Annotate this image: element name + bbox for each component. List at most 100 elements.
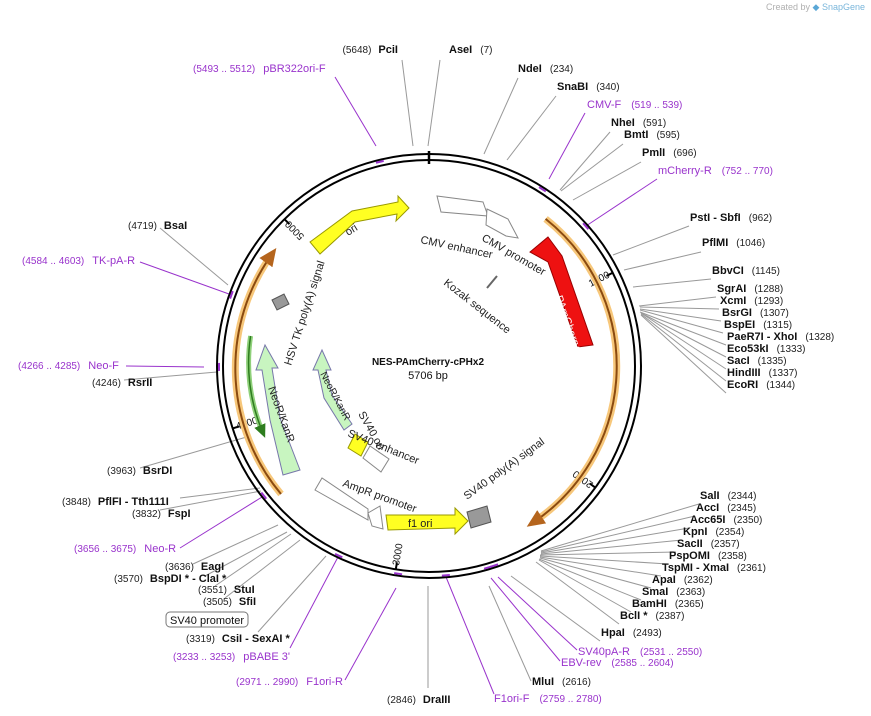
site-pflm[interactable]: PflMI(1046) bbox=[702, 237, 765, 249]
site-nde[interactable]: NdeI(234) bbox=[518, 63, 573, 75]
site-pos-hind: (1337) bbox=[769, 368, 798, 379]
cmv-promoter-feature[interactable] bbox=[485, 208, 519, 239]
site-label-bsai: BsaI bbox=[164, 220, 187, 232]
site-bspdi[interactable]: (3570)BspDI * - ClaI * bbox=[114, 573, 227, 585]
site-eagi[interactable]: (3636)EagI bbox=[165, 561, 224, 573]
site-nhe[interactable]: NheI(591) bbox=[611, 117, 666, 129]
site-bmt[interactable]: BmtI(595) bbox=[624, 129, 680, 141]
site-sac[interactable]: SacI(1335) bbox=[727, 355, 787, 367]
sv40-promoter-box[interactable] bbox=[165, 611, 249, 628]
primer-tkpar[interactable]: (4584 .. 4603)TK-pA-R bbox=[22, 255, 135, 267]
primer-f1orif[interactable]: F1ori-F(2759 .. 2780) bbox=[494, 693, 602, 705]
sv40-ori-feature[interactable] bbox=[347, 433, 369, 457]
plasmid-name: NES-PAmCherry-cPHx2 bbox=[372, 357, 485, 368]
site-pos-bbvc: (1145) bbox=[752, 266, 780, 277]
site-bsrdi[interactable]: (3963)BsrDI bbox=[107, 465, 172, 477]
site-bsrg[interactable]: BsrGI(1307) bbox=[722, 307, 789, 319]
site-pos-stui: (3551) bbox=[198, 585, 227, 596]
site-snab[interactable]: SnaBI(340) bbox=[557, 81, 620, 93]
site-pos-smai: (2363) bbox=[676, 587, 705, 598]
site-fspi[interactable]: (3832)FspI bbox=[132, 508, 191, 520]
site-paer[interactable]: PaeR7I - XhoI(1328) bbox=[727, 331, 834, 343]
kozak-sequence-feature[interactable] bbox=[486, 275, 498, 289]
site-label-bsrdi: BsrDI bbox=[143, 465, 172, 477]
leader-tspm bbox=[539, 556, 662, 577]
site-sacii[interactable]: SacII(2357) bbox=[677, 538, 740, 550]
site-name-sfii: (3505)SfiI bbox=[203, 596, 256, 608]
site-label-rsrii: RsrII bbox=[128, 377, 152, 389]
leader-bsrdi bbox=[139, 435, 251, 469]
site-bcli[interactable]: BclI *(2387) bbox=[620, 610, 684, 622]
site-tspm[interactable]: TspMI - XmaI(2361) bbox=[662, 562, 766, 574]
site-name-pspom: PspOMI(2358) bbox=[669, 550, 747, 562]
primer-f1orir[interactable]: (2971 .. 2990)F1ori-R bbox=[236, 676, 343, 688]
site-bspe[interactable]: BspEI(1315) bbox=[724, 319, 792, 331]
site-sfii[interactable]: (3505)SfiI bbox=[203, 596, 256, 608]
site-name-draiii: (2846)DraIII bbox=[387, 694, 450, 706]
primer-pbabe[interactable]: (3233 .. 3253)pBABE 3' bbox=[173, 651, 290, 663]
site-csii[interactable]: (3319)CsiI - SexAI * bbox=[186, 633, 290, 645]
site-hind[interactable]: HindIII(1337) bbox=[727, 367, 798, 379]
site-apai[interactable]: ApaI(2362) bbox=[652, 574, 713, 586]
site-pspom[interactable]: PspOMI(2358) bbox=[669, 550, 747, 562]
site-label-draiii: DraIII bbox=[423, 694, 451, 706]
ampr-promoter-feature[interactable] bbox=[314, 477, 369, 521]
site-draiii[interactable]: (2846)DraIII bbox=[387, 694, 450, 706]
primer-cmvf[interactable]: CMV-F(519 .. 539) bbox=[587, 99, 682, 111]
site-pci[interactable]: (5648)PciI bbox=[343, 44, 398, 56]
site-hpai[interactable]: HpaI(2493) bbox=[601, 627, 662, 639]
neor-kanr-feature[interactable] bbox=[255, 343, 301, 476]
site-ecori[interactable]: EcoRI(1344) bbox=[727, 379, 795, 391]
site-name-apai: ApaI(2362) bbox=[652, 574, 713, 586]
cmv-enhancer-feature[interactable] bbox=[436, 195, 489, 217]
site-pos-acc65: (2350) bbox=[733, 515, 762, 526]
site-bsai[interactable]: (4719)BsaI bbox=[128, 220, 187, 232]
leader-bspe bbox=[639, 309, 724, 334]
primer-name-cmvf: CMV-F bbox=[587, 99, 622, 111]
site-sali[interactable]: SalI(2344) bbox=[700, 490, 756, 502]
primer-mark-sv40par bbox=[490, 563, 499, 568]
leader-bbvc bbox=[632, 278, 712, 288]
plasmid-length: 5706 bp bbox=[408, 370, 448, 382]
site-sgra[interactable]: SgrAI(1288) bbox=[717, 283, 783, 295]
site-mlui[interactable]: MluI(2616) bbox=[532, 676, 591, 688]
site-acc65[interactable]: Acc65I(2350) bbox=[690, 514, 762, 526]
site-extra-pflfi: - Tth111I bbox=[122, 496, 169, 508]
primer-pbr322[interactable]: (5493 .. 5512)pBR322ori-F bbox=[193, 63, 326, 75]
site-xcm[interactable]: XcmI(1293) bbox=[720, 295, 783, 307]
sv40-polya-feature[interactable] bbox=[466, 505, 492, 529]
f1-ori-feature[interactable] bbox=[385, 506, 469, 536]
sv40-enhancer-feature[interactable] bbox=[362, 445, 390, 473]
primer-ebvrev[interactable]: EBV-rev(2585 .. 2604) bbox=[561, 657, 674, 669]
snapgene-credit: Created by ◆ SnapGene bbox=[766, 2, 865, 13]
site-stui[interactable]: (3551)StuI bbox=[198, 584, 255, 596]
site-pml[interactable]: PmlI(696) bbox=[642, 147, 697, 159]
site-acci[interactable]: AccI(2345) bbox=[696, 502, 756, 514]
primer-mcherryr[interactable]: mCherry-R(752 .. 770) bbox=[658, 165, 773, 177]
primer-neof[interactable]: (4266 .. 4285)Neo-F bbox=[18, 360, 119, 372]
hsv-tk-polya-feature[interactable] bbox=[271, 293, 290, 311]
site-pflfi[interactable]: (3848)PflFI - Tth111I bbox=[62, 496, 169, 508]
site-ase[interactable]: AseI(7) bbox=[449, 44, 492, 56]
ampr-promoter-small-feature[interactable] bbox=[367, 505, 384, 530]
primer-neor[interactable]: (3656 .. 3675)Neo-R bbox=[74, 543, 176, 555]
neor-kanr-inner-feature[interactable] bbox=[312, 348, 353, 431]
primer-range-f1orir: (2971 .. 2990) bbox=[236, 677, 298, 688]
site-pos-bspdi: (3570) bbox=[114, 574, 143, 585]
primer-mark-mcherryr bbox=[582, 222, 590, 230]
site-eco53[interactable]: Eco53kI(1333) bbox=[727, 343, 806, 355]
site-kpni[interactable]: KpnI(2354) bbox=[683, 526, 744, 538]
primer-sv40par[interactable]: SV40pA-R (2531 .. 2550) bbox=[578, 646, 702, 658]
pamcherry-feature[interactable] bbox=[529, 236, 594, 348]
site-pst[interactable]: PstI - SbfI(962) bbox=[690, 212, 772, 224]
site-bamhi[interactable]: BamHI(2365) bbox=[632, 598, 704, 610]
site-smai[interactable]: SmaI(2363) bbox=[642, 586, 705, 598]
site-name-tspm: TspMI - XmaI(2361) bbox=[662, 562, 766, 574]
ori-feature[interactable] bbox=[309, 194, 410, 255]
site-bbvc[interactable]: BbvCI(1145) bbox=[712, 265, 780, 277]
site-pos-bspe: (1315) bbox=[763, 320, 792, 331]
primer-range-sv40par: (2531 .. 2550) bbox=[640, 647, 702, 658]
site-rsrii[interactable]: (4246)RsrII bbox=[92, 377, 152, 389]
site-pos-bamhi: (2365) bbox=[675, 599, 704, 610]
primer-name-sv40par: SV40pA-R bbox=[578, 646, 630, 658]
